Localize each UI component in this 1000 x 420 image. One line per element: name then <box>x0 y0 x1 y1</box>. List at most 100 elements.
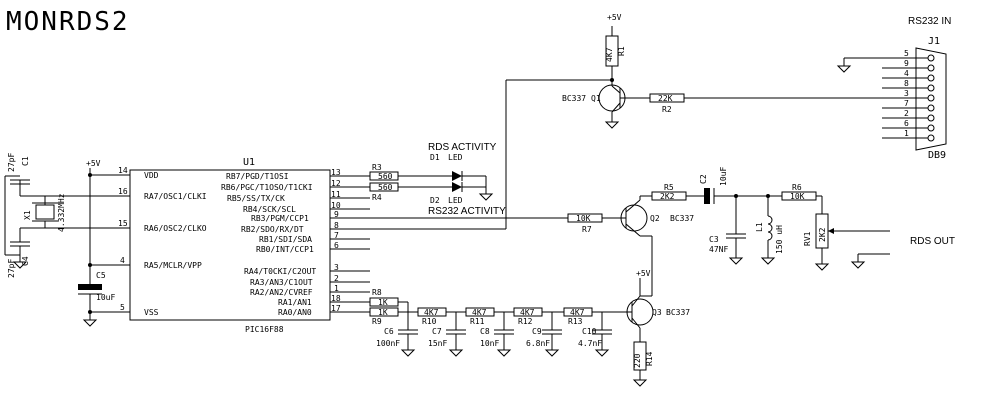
r7-ref: R7 <box>582 225 592 234</box>
db9-pin-num: 1 <box>904 129 909 138</box>
r1-val: 4K7 <box>605 47 614 62</box>
rds-out-label: RDS OUT <box>910 236 955 247</box>
u1-pin-name: RB6/PGC/T1OSO/T1CKI <box>221 183 313 192</box>
r13-ref: R13 <box>568 317 583 326</box>
c5-ref: C5 <box>96 271 106 280</box>
u1-pin-name: VDD <box>144 171 159 180</box>
db9-pin-num: 3 <box>904 89 909 98</box>
db9-pin-num: 8 <box>904 79 909 88</box>
r10-ref: R10 <box>422 317 437 326</box>
db9-pin-num: 7 <box>904 99 909 108</box>
u1-pin-num: 17 <box>331 304 341 313</box>
r5-val: 2K2 <box>660 192 675 201</box>
q3-val: BC337 <box>666 308 690 317</box>
db9-pin-num: 5 <box>904 49 909 58</box>
c7-val: 15nF <box>428 339 447 348</box>
r12-ref: R12 <box>518 317 533 326</box>
u1-pin-name: RA5/MCLR/VPP <box>144 261 202 270</box>
d2-ref: D2 <box>430 196 440 205</box>
r13-val: 4K7 <box>570 308 585 317</box>
x1-ref: X1 <box>23 210 32 220</box>
u1-part: PIC16F88 <box>245 325 284 334</box>
c2-val: 10uF <box>719 167 728 186</box>
r5-ref: R5 <box>664 183 674 192</box>
c8-ref: C8 <box>480 327 490 336</box>
u1-pin-num: 12 <box>331 179 341 188</box>
u1-pin-name: RB1/SDI/SDA <box>259 235 312 244</box>
r6-ref: R6 <box>792 183 802 192</box>
u1-pin-name: RA1/AN1 <box>278 298 312 307</box>
c10-ref: C10 <box>582 327 597 336</box>
rds-activity-label: RDS ACTIVITY <box>428 142 497 153</box>
r3-ref: R3 <box>372 163 382 172</box>
vcc-label-q3: +5V <box>636 269 651 278</box>
l1-ref: L1 <box>755 222 764 232</box>
schematic-title: MONRDS2 <box>6 7 130 37</box>
u1-pin-name: RA2/AN2/CVREF <box>250 288 313 297</box>
u1-pin-num: 7 <box>334 231 339 240</box>
d2-val: LED <box>448 196 463 205</box>
c4-val: 27pF <box>7 259 16 278</box>
r11-val: 4K7 <box>472 308 487 317</box>
d1-val: LED <box>448 153 463 162</box>
r14-val: 220 <box>633 353 642 368</box>
c2-ref: C2 <box>699 174 708 184</box>
u1-pin-name: VSS <box>144 308 159 317</box>
r2-val: 22K <box>658 94 673 103</box>
u1-body <box>129 169 331 321</box>
filter-section: 1K 1K R8 R9 4K7 4K7 4K7 4K7 R10 R11 R12 … <box>369 288 626 357</box>
db9-pin-num: 4 <box>904 69 909 78</box>
crystal-section: X1 4.332MHz 27pF C1 27pF C4 <box>4 153 90 278</box>
r4-ref: R4 <box>372 193 382 202</box>
u1-pin-num: 13 <box>331 168 341 177</box>
q1-ref: Q1 <box>591 94 601 103</box>
q3-section: +5V Q3 BC337 220 R14 <box>626 269 690 387</box>
q2-val: BC337 <box>670 214 694 223</box>
r2-ref: R2 <box>662 105 672 114</box>
c6-val: 100nF <box>376 339 400 348</box>
q3-ref: Q3 <box>652 308 662 317</box>
r7-val: 10K <box>576 214 591 223</box>
r12-val: 4K7 <box>520 308 535 317</box>
d1-ref: D1 <box>430 153 440 162</box>
c5-val: 10uF <box>96 293 115 302</box>
r8-val: 1K <box>378 298 388 307</box>
db9-connector: RS232 IN J1 DB9 5 9 4 8 3 7 2 6 1 <box>836 16 951 161</box>
u1-ref: U1 <box>243 157 255 168</box>
u1-pin-num: 3 <box>334 263 339 272</box>
u1-pin-num: 2 <box>334 274 339 283</box>
db9-pin-num: 9 <box>904 59 909 68</box>
l1-val: 150 uH <box>775 225 784 254</box>
u1-pin-num: 4 <box>120 256 125 265</box>
u1-pin-num: 18 <box>331 294 341 303</box>
c6-ref: C6 <box>384 327 394 336</box>
u1-pin-num: 14 <box>118 166 128 175</box>
r6-val: 10K <box>790 192 805 201</box>
u1-pin-name: RA0/AN0 <box>278 308 312 317</box>
c9-val: 6.8nF <box>526 339 550 348</box>
u1-pin-name: RB2/SDO/RX/DT <box>241 225 304 234</box>
q2-ref: Q2 <box>650 214 660 223</box>
db9-pin-num: 6 <box>904 119 909 128</box>
rv1-val: 2K2 <box>818 227 827 242</box>
c3-ref: C3 <box>709 235 719 244</box>
u1-pin-num: 11 <box>331 190 341 199</box>
u1-pin-num: 1 <box>334 284 339 293</box>
db9-pin-num: 2 <box>904 109 909 118</box>
u1-pin-num: 9 <box>334 210 339 219</box>
c3-val: 47NF <box>709 245 728 254</box>
q2-section: 10K R7 Q2 BC337 2K2 R5 C2 10uF 10K R6 <box>370 167 955 296</box>
x1-val: 4.332MHz <box>57 193 66 232</box>
rv1-ref: RV1 <box>803 231 812 246</box>
u1-pin-name: RB5/SS/TX/CK <box>227 194 285 203</box>
rs232-in-label: RS232 IN <box>908 16 951 27</box>
u1-pin-name: RB0/INT/CCP1 <box>256 245 314 254</box>
r10-val: 4K7 <box>424 308 439 317</box>
u1-pin-num: 8 <box>334 221 339 230</box>
u1-pin-num: 6 <box>334 241 339 250</box>
r14-ref: R14 <box>645 351 654 366</box>
c7-ref: C7 <box>432 327 442 336</box>
u1-pin-name: RA4/T0CKI/C2OUT <box>244 267 316 276</box>
r11-ref: R11 <box>470 317 485 326</box>
r1-ref: R1 <box>617 46 626 56</box>
